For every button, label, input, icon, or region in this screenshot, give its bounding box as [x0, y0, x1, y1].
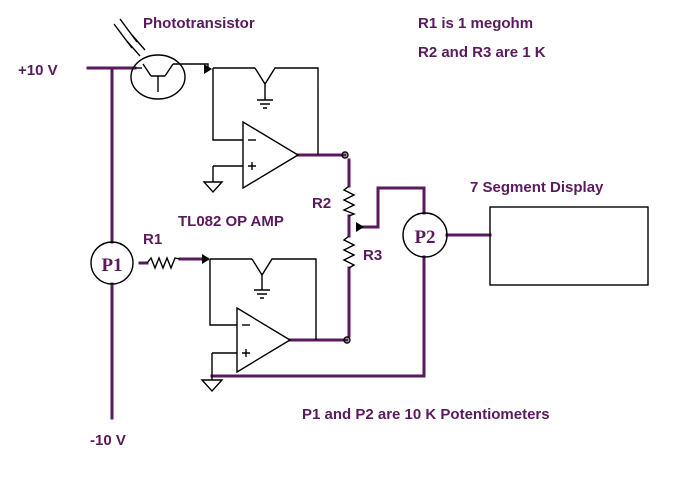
p2-potentiometer: P2	[402, 212, 448, 258]
minus-supply-label: -10 V	[90, 432, 126, 449]
phototransistor-leads	[142, 63, 174, 77]
p1-potentiometer: P1	[90, 241, 134, 285]
r1-label: R1	[143, 231, 162, 248]
upper-feedback-transistor	[254, 67, 319, 155]
phototransistor-body	[130, 54, 186, 100]
r1-note: R1 is 1 megohm	[418, 15, 533, 32]
junction-node	[343, 336, 351, 344]
potentiometer-note: P1 and P2 are 10 K Potentiometers	[302, 406, 550, 423]
r2-label: R2	[312, 195, 331, 212]
plus-sign	[242, 349, 250, 357]
lower-op-amp-triangle	[236, 306, 292, 374]
p2-circle	[402, 212, 448, 258]
wiper-arrow-icon	[356, 222, 364, 232]
upper-op-amp-triangle	[242, 120, 300, 190]
p1-circle	[90, 241, 134, 285]
ground-icon	[254, 289, 270, 299]
wiring	[86, 66, 492, 420]
opamp-label: TL082 OP AMP	[178, 213, 284, 230]
phototransistor-output-lead	[173, 63, 209, 68]
ground-icon	[202, 181, 224, 194]
p2-label: P2	[414, 227, 435, 248]
lower-op-amp-stage	[200, 254, 317, 393]
r2-resistor	[342, 185, 356, 217]
r3-label: R3	[363, 247, 382, 264]
lower-inverting-input	[209, 259, 237, 326]
light-arrow-icon	[113, 23, 141, 57]
seven-segment-display-box	[489, 206, 649, 286]
ground-icon	[200, 379, 224, 393]
p1-label: P1	[101, 255, 122, 276]
plus-sign	[248, 162, 256, 170]
input-arrow-icon	[202, 254, 210, 264]
ground-return-wire	[210, 255, 426, 378]
display-label: 7 Segment Display	[470, 179, 604, 196]
ground-icon	[257, 99, 273, 109]
r3-resistor	[342, 235, 356, 269]
light-arrow-icon	[119, 18, 146, 51]
phototransistor-label: Phototransistor	[143, 15, 255, 32]
wiper-wire	[360, 186, 426, 229]
r1-resistor	[146, 256, 181, 270]
r2-r3-note: R2 and R3 are 1 K	[418, 44, 546, 61]
input-arrow-icon	[204, 64, 212, 74]
upper-op-amp-stage	[202, 64, 349, 194]
lower-feedback-transistor	[251, 258, 317, 340]
upper-inverting-input	[212, 68, 243, 141]
plus-supply-label: +10 V	[18, 62, 58, 79]
junction-node	[341, 151, 349, 159]
